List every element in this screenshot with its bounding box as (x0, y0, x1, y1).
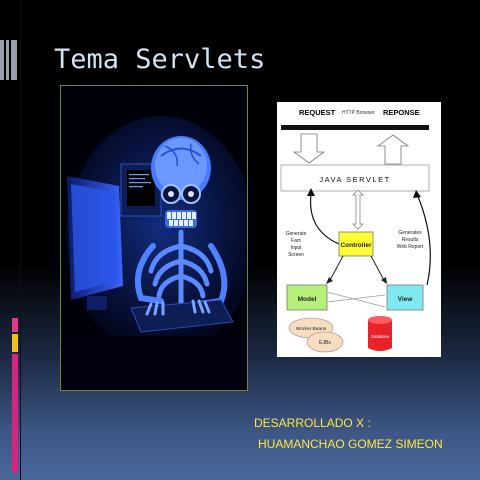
diagram-response-label: REPONSE (383, 108, 420, 117)
note-right-1: Generates (398, 230, 422, 236)
diagram-servlet-label: JAVA SERVLET (319, 175, 390, 184)
hacker-skeleton-image (60, 85, 248, 391)
decorative-strip-bottom (12, 318, 18, 473)
diagram-browser-label: HTTP Browser (342, 110, 375, 116)
servlet-mvc-diagram: REQUEST HTTP Browser REPONSE JAVA SERVLE… (277, 102, 441, 357)
credit-line-1: DESARROLLADO X : (254, 416, 371, 430)
diagram-worker-label: Worker Beans (296, 326, 327, 332)
decorative-strip-top (0, 40, 20, 80)
note-right-2: Results (402, 237, 419, 243)
diagram-database-label: Database (371, 334, 390, 339)
diagram-controller-label: Controller (340, 242, 372, 249)
note-right-3: Web Report (397, 244, 424, 250)
diagram-request-label: REQUEST (299, 108, 336, 117)
diagram-ejbs-label: EJBs (319, 340, 331, 346)
note-left-1: Generate (286, 231, 307, 237)
diagram-model-label: Model (298, 296, 317, 303)
credit-line-2: HUAMANCHAO GOMEZ SIMEON (258, 437, 443, 451)
note-left-4: Screen (288, 252, 304, 258)
slide-divider-line (20, 0, 21, 480)
note-left-3: Input (290, 245, 302, 251)
diagram-view-label: View (398, 296, 414, 303)
note-left-2: Fam (291, 238, 301, 244)
slide-title: Tema Servlets (54, 44, 266, 75)
